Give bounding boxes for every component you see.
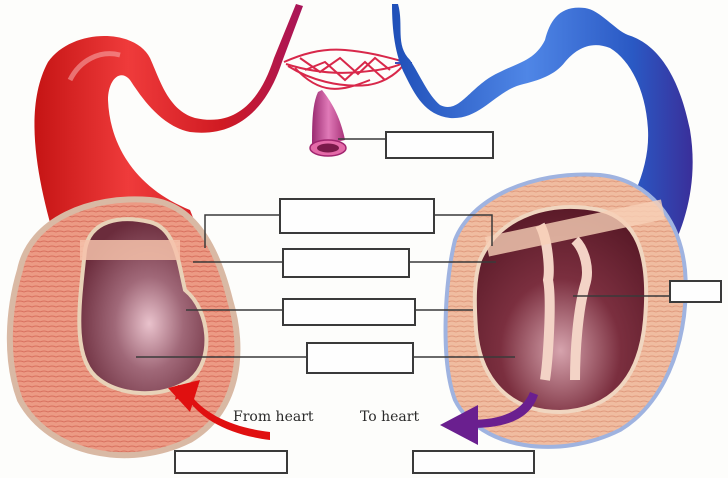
artery: [34, 4, 304, 250]
label-box-lumen[interactable]: [306, 342, 414, 374]
from-heart-caption: From heart: [233, 409, 314, 425]
capillary-bed: [283, 48, 406, 90]
to-heart-arrow: [440, 392, 538, 445]
label-box-tunica-intima[interactable]: [282, 298, 416, 326]
from-heart-arrow: [168, 380, 270, 440]
leader-externa: [204, 214, 493, 248]
label-box-vein[interactable]: [412, 450, 535, 474]
artery-cross-section: [6, 196, 241, 459]
leader-lines: [136, 138, 670, 358]
label-box-artery[interactable]: [174, 450, 288, 474]
vein-cross-section: [443, 172, 688, 449]
label-box-tunica-media[interactable]: [282, 248, 410, 278]
label-box-tunica-externa[interactable]: [279, 198, 435, 234]
arteriole-cross-section: [309, 90, 347, 157]
label-box-valve[interactable]: [669, 280, 722, 303]
to-heart-caption: To heart: [360, 409, 420, 425]
label-box-capillary[interactable]: [385, 131, 494, 159]
